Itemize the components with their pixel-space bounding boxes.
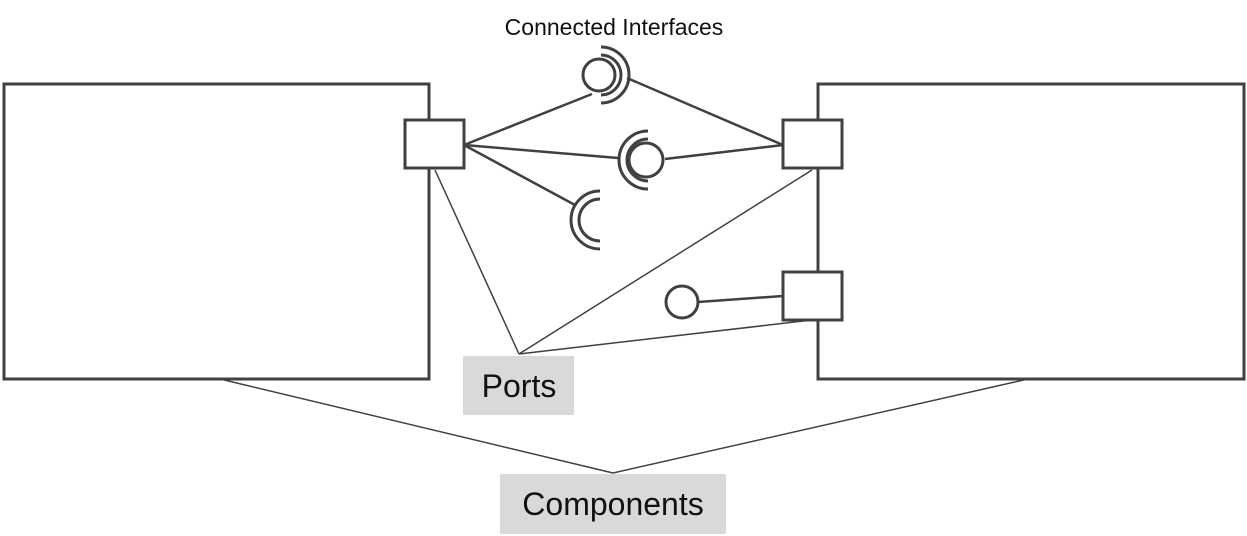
connector-provided-ball-to-lower-port [697,294,784,304]
connector-left-port-to-required-socket [463,143,576,207]
ports-label-background [463,356,574,415]
components-callout-line-left [219,378,614,474]
middle-required-interface-socket [617,129,649,191]
provided-interface-ball [664,284,700,320]
connected-interfaces-label: Connected Interfaces [505,14,724,40]
left-component-port [403,118,466,170]
top-required-interface-socket [600,45,631,105]
ports-callout-line-lower-right [518,319,813,355]
middle-required-interface-socket-inner [625,137,649,183]
top-required-interface-socket-inner [600,53,623,97]
connector-left-port-to-top-ball [463,92,593,147]
components-callout-line-right [612,378,1029,474]
middle-provided-interface-ball [627,141,665,179]
right-component-upper-port [781,118,844,170]
required-interface-socket [569,189,601,251]
connector-left-port-to-middle-socket [463,143,619,160]
required-interface-socket-inner [577,197,601,243]
left-component [2,82,431,381]
top-provided-interface-ball [581,57,617,93]
connector-top-socket-to-right-port [626,76,784,147]
components-label-background [500,474,726,534]
ports-callout-line-left [434,169,520,355]
right-component [816,82,1246,381]
ports-label: Ports [482,368,557,404]
right-component-lower-port [781,270,844,322]
connector-middle-ball-to-right-port [664,143,784,161]
ports-callout-line-upper-right [518,169,813,355]
components-label: Components [522,486,703,522]
